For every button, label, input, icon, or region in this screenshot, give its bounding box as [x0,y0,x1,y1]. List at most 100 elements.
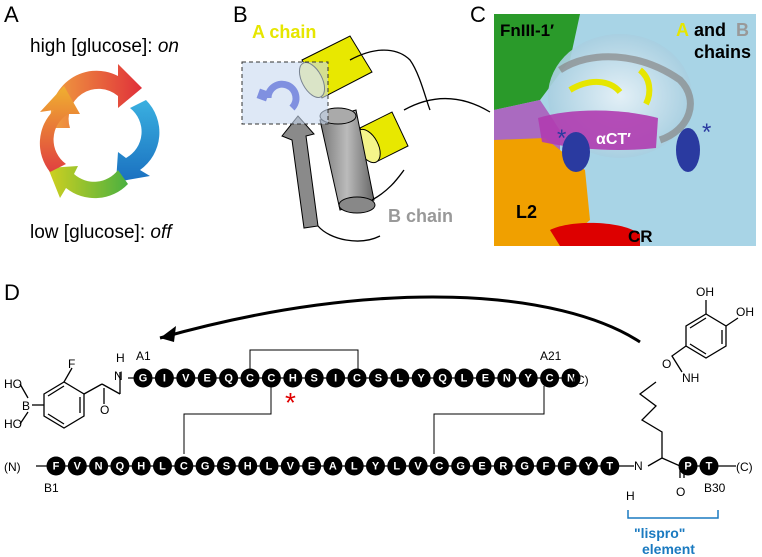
lispro-element-label: element [642,541,695,557]
residue-letter: V [414,461,422,473]
residue-letter: C [546,373,554,385]
residue-letter: Y [418,373,426,385]
residue-letter: V [182,373,190,385]
b-chain-label: B chain [388,206,453,226]
residue-letter: V [74,461,82,473]
residue-letter: L [159,461,166,473]
a21-label: A21 [540,349,562,363]
residue-letter: V [287,461,295,473]
residue-letter: G [520,461,529,473]
chains-word: chains [694,42,751,62]
chain-loop-2 [403,97,491,113]
residue-letter: N [503,373,511,385]
residue-letter: N [567,373,575,385]
residue-bead [347,368,367,388]
residue-bead [557,456,577,476]
atom-ho-2: HO [4,417,22,431]
cycle-arrows-icon [39,64,160,199]
receptor-surface-image [494,14,756,246]
residue-letter: S [223,461,230,473]
residue-letter: E [482,373,489,385]
atom-o-2: O [676,485,685,499]
residue-bead [579,456,598,476]
residue-bead [240,368,260,388]
disulfide-a6-a11 [249,349,359,374]
residue-letter: Q [224,373,233,385]
residue-bead [678,456,698,476]
chain-loop-1 [349,49,431,111]
residue-bead [323,456,343,476]
atom-nh: NH [682,371,699,385]
residue-bead [197,368,217,388]
residue-letter: H [289,373,297,385]
residue-bead [366,456,385,476]
residue-bead [497,368,517,388]
curved-arrowhead-icon [160,326,176,342]
residue-letter: R [499,461,507,473]
a-letter: A [676,20,689,40]
residue-letter: T [606,461,613,473]
atom-n: N [114,369,123,383]
residue-letter: H [244,461,252,473]
residue-letter: L [461,373,468,385]
residue-bead [238,456,258,476]
residue-bead [390,368,410,388]
sensor-hook-icon [264,80,300,111]
panel-b-letter: B [233,2,248,27]
b-chain-c-terminus: (C) [736,460,753,474]
residue-bead [699,456,719,476]
a1-label: A1 [136,349,151,363]
residue-letter: Q [438,373,447,385]
residue-letter: A [329,461,337,473]
disulfide-a7-b7 [183,386,272,454]
residue-bead [411,368,431,388]
residue-letter: F [564,461,571,473]
residue-bead [67,456,87,476]
act-label: αCT′ [596,131,631,148]
fn-label: FnIII-1′ [500,21,554,40]
residue-bead [475,368,495,388]
residue-bead [540,368,560,388]
b-chain-helix [319,107,376,214]
residue-bead [433,368,453,388]
residue-bead [216,456,236,476]
lispro-bracket [627,510,719,519]
residue-bead [387,456,407,476]
residue-letter: G [456,461,465,473]
atom-b: B [22,399,30,413]
lispro-label: "lispro" [634,525,685,541]
atom-ho-1: HO [4,377,22,391]
b30-label: B30 [704,481,726,495]
residue-letter: C [180,461,188,473]
atom-n-2: N [634,459,643,473]
residue-bead [154,368,174,388]
residue-bead [451,456,471,476]
b-chain-strand-arrow [281,115,319,229]
lysine-dhba-structure [612,300,739,478]
residue-letter: H [137,461,145,473]
disulfide-a20-b19 [433,386,545,454]
residue-letter: E [478,461,485,473]
high-glucose-label: high [glucose]: on [30,36,179,57]
residue-letter: E [204,373,211,385]
residue-bead [493,456,513,476]
residue-letter: C [353,373,361,385]
b-letter: B [736,20,749,40]
residue-bead [518,368,538,388]
residue-bead [283,368,303,388]
blue-star-1: * [557,125,566,152]
residue-letter: L [396,373,403,385]
red-star: * [285,387,296,418]
l1-label: L1 [722,202,742,222]
residue-letter: T [706,461,713,473]
residue-letter: L [266,461,273,473]
residue-bead [153,456,172,476]
residue-letter: I [163,373,166,385]
panel-c-letter: C [470,2,486,27]
residue-bead [195,456,215,476]
residue-letter: Y [525,373,533,385]
b-chain-n-terminus: (N) [4,460,21,474]
residue-letter: F [543,461,550,473]
